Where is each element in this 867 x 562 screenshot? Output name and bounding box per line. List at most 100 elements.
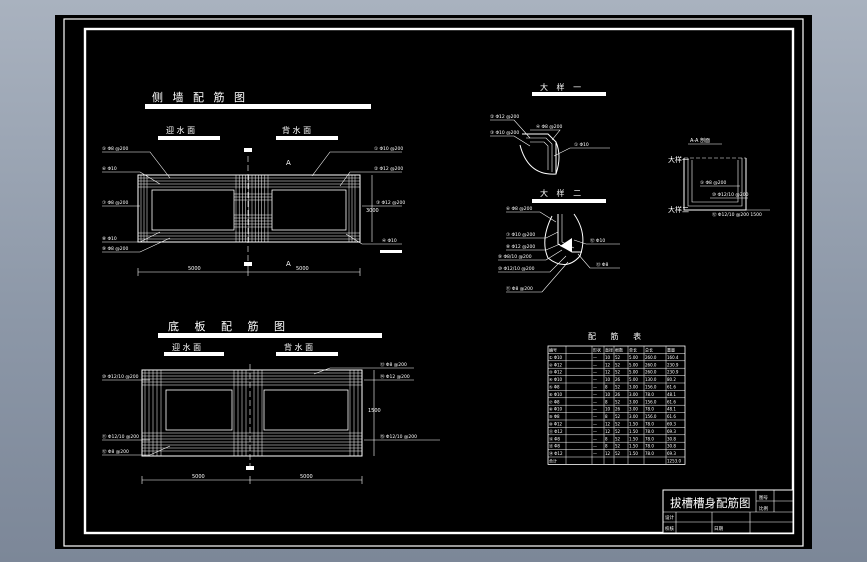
rebar-table-cell: 52	[615, 451, 621, 456]
wall-right-opening	[271, 189, 347, 231]
rebar-table-cell: 52	[615, 429, 621, 434]
rebar-table-cell: 130.0	[645, 377, 657, 382]
rebar-table-cell: 61.6	[667, 414, 676, 419]
rebar-table-header: 编号	[549, 347, 557, 353]
detail-2-label-8: ⑬ Φ8	[596, 261, 608, 268]
rebar-table-cell: 160.4	[667, 355, 679, 360]
wall-left-face-underline	[158, 136, 220, 140]
rebar-table-cell: 3.00	[629, 414, 638, 419]
wall-label-r3: ③ Φ12 @200	[376, 200, 405, 206]
rebar-table-header: 直径	[605, 347, 613, 353]
wall-label-r1: ① Φ10 @200	[374, 146, 403, 152]
detail-2-title: 大 样 二	[540, 188, 584, 198]
wall-label-l5: ⑨ Φ8 @200	[102, 246, 129, 252]
rebar-table-cell: —	[593, 377, 597, 382]
rebar-table-cell: 52	[615, 385, 621, 390]
rebar-table-cell: —	[593, 399, 597, 404]
rebar-table-cell: 1253.0	[667, 459, 681, 464]
section-mark-bottom	[244, 262, 252, 266]
rebar-table-cell: 8	[605, 414, 608, 419]
wall-title: 侧 墙 配 筋 图	[152, 90, 248, 104]
floor-label-l2: ⑪ Φ12/10 @200	[102, 433, 139, 440]
rebar-table-cell: 52	[615, 362, 621, 367]
detail-1: 大 样 一 ② Φ12 @200 ③ Φ10 @200 ④ Φ8 @200 ① …	[490, 82, 610, 175]
rebar-table-cell: 1.50	[629, 422, 638, 427]
rebar-table-cell: 12	[605, 451, 611, 456]
rebar-table-cell: 156.0	[645, 399, 657, 404]
wall-label-l2: ⑥ Φ10	[102, 166, 117, 172]
rebar-table-cell: —	[593, 422, 597, 427]
rebar-table-cell: 5.00	[629, 370, 638, 375]
floor-left-face-label: 迎 水 面	[172, 342, 201, 352]
inner-border	[83, 27, 795, 535]
section-letter-top: A	[286, 159, 291, 167]
rebar-table-cell: 52	[615, 355, 621, 360]
rebar-table-cell: 3.00	[629, 385, 638, 390]
rebar-table-cell: 52	[615, 414, 621, 419]
section-label-2: ⑩ Φ12/10 @200	[712, 192, 749, 198]
wall-dim-right: 5000	[296, 266, 309, 272]
rebar-table-cell: 69.3	[667, 422, 676, 427]
wall-plan: 侧 墙 配 筋 图 迎 水 面 背 水 面 A A 5000 5000 3000	[102, 90, 405, 276]
rebar-table-cell: —	[593, 414, 597, 419]
rebar-table-cell: 61.6	[667, 399, 676, 404]
wall-right-face-underline	[276, 136, 338, 140]
rebar-table-cell: 78.0	[645, 422, 654, 427]
rebar-table-cell: 3.00	[629, 407, 638, 412]
rebar-table-cell: 12	[605, 362, 611, 367]
rebar-table-cell: ⑪ Φ12	[549, 428, 563, 434]
floor-dim-height: 1500	[368, 408, 381, 414]
rebar-table-cell: 230.9	[667, 362, 679, 367]
detail-1-label-3: ④ Φ8 @200	[536, 124, 563, 130]
rebar-table-cell: 52	[615, 422, 621, 427]
rebar-table-cell: 10	[605, 407, 611, 412]
rebar-table-cell: ⑫ Φ8	[549, 435, 560, 441]
rebar-table-cell: ⑦ Φ8	[549, 399, 560, 404]
wall-label-r2: ② Φ12 @200	[374, 166, 403, 172]
rebar-table-cell: 78.0	[645, 436, 654, 441]
rebar-table-cell: 48.1	[667, 392, 676, 397]
outer-border	[63, 18, 804, 547]
rebar-table-cell: ④ Φ10	[549, 377, 563, 382]
rebar-table-cell: —	[593, 451, 597, 456]
rebar-table-cell: —	[593, 429, 597, 434]
floor-label-l1: ⑩ Φ12/10 @200	[102, 374, 139, 380]
rebar-table-cell: 5.00	[629, 377, 638, 382]
floor-vertical-bars	[144, 370, 359, 456]
rebar-table-header: 重量	[667, 347, 675, 353]
rebar-table-cell: 1.50	[629, 444, 638, 449]
rebar-table-cell: ⑩ Φ12	[549, 422, 563, 427]
rebar-table-cell: 260.0	[645, 370, 657, 375]
floor-label-l3: ⑫ Φ8 @200	[102, 448, 129, 455]
wall-left-opening	[151, 189, 235, 231]
detail-2: 大 样 二 ⑥ Φ8 @200 ⑦ Φ10 @200 ⑧ Φ12 @200 ⑨ …	[498, 188, 620, 293]
rebar-table-cell: ② Φ12	[549, 362, 563, 367]
rebar-table-cell: 5.00	[629, 362, 638, 367]
rebar-table-cell: 78.0	[645, 407, 654, 412]
detail-1-label-4: ① Φ10	[574, 142, 589, 148]
rebar-table-cell: 26	[615, 377, 621, 382]
rebar-table-cell: —	[593, 385, 597, 390]
rebar-table-header: 根数	[615, 347, 623, 353]
rebar-table-cell: —	[593, 392, 597, 397]
rebar-table-cell: ⑥ Φ10	[549, 392, 563, 397]
rebar-table-cell: 48.1	[667, 407, 676, 412]
floor-plan: 底 板 配 筋 图 迎 水 面 背 水 面 5000 5000 1500 ⑩ Φ…	[102, 319, 440, 484]
rebar-table-cell: —	[593, 444, 597, 449]
floor-label-r1: ⑬ Φ8 @200	[380, 361, 407, 368]
wall-dim-left: 5000	[188, 266, 201, 272]
rebar-table-cell: ⑨ Φ8	[549, 414, 560, 419]
rebar-table-cell: 10	[605, 355, 611, 360]
detail-2-label-3: ⑧ Φ12 @200	[506, 244, 535, 250]
rebar-table-cell: 3.00	[629, 399, 638, 404]
rebar-table-cell: 30.8	[667, 444, 676, 449]
rebar-table-cell: 78.0	[645, 429, 654, 434]
floor-outline	[141, 369, 363, 457]
floor-right-face-label: 背 水 面	[284, 342, 313, 352]
detail-1-label-2: ③ Φ10 @200	[490, 130, 519, 136]
floor-title: 底 板 配 筋 图	[168, 319, 291, 333]
rebar-table-cell: 52	[615, 444, 621, 449]
floor-dim-left: 5000	[192, 474, 205, 480]
